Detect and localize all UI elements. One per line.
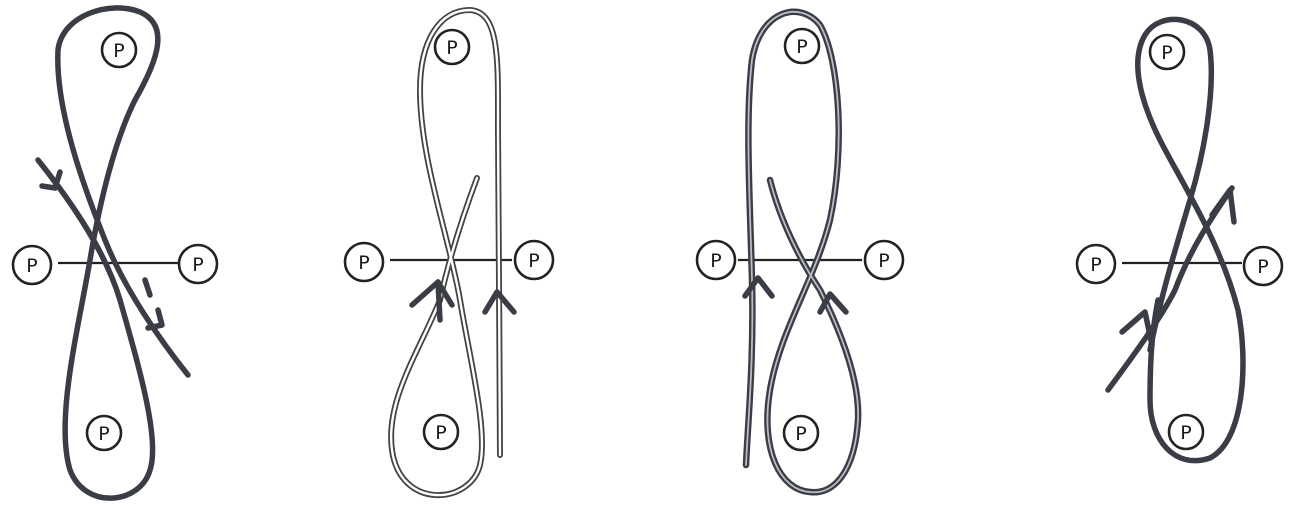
peg-left: P bbox=[13, 246, 51, 284]
figure-3: P P P P bbox=[697, 12, 903, 492]
loop-path-4 bbox=[1108, 19, 1243, 460]
arrowhead-4b bbox=[1122, 312, 1152, 345]
peg-left: P bbox=[345, 243, 383, 281]
svg-text:P: P bbox=[98, 423, 109, 445]
svg-text:P: P bbox=[1180, 422, 1191, 444]
peg-top: P bbox=[1150, 35, 1184, 69]
peg-left: P bbox=[1077, 245, 1115, 283]
peg-top: P bbox=[435, 30, 469, 64]
svg-text:P: P bbox=[113, 40, 124, 62]
figure-2: P P P P bbox=[345, 10, 553, 495]
svg-text:P: P bbox=[795, 423, 806, 445]
svg-text:P: P bbox=[446, 37, 457, 59]
svg-text:P: P bbox=[192, 254, 203, 276]
svg-text:P: P bbox=[358, 252, 369, 274]
peg-left: P bbox=[697, 241, 735, 279]
peg-right: P bbox=[515, 241, 553, 279]
svg-text:P: P bbox=[528, 250, 539, 272]
peg-right: P bbox=[179, 245, 217, 283]
peg-top: P bbox=[785, 29, 819, 63]
figure-1: P P P P bbox=[13, 8, 217, 498]
svg-text:P: P bbox=[1090, 254, 1101, 276]
figure-4: P P P P bbox=[1077, 19, 1282, 460]
svg-text:P: P bbox=[796, 36, 807, 58]
peg-bottom: P bbox=[1169, 415, 1203, 449]
svg-text:P: P bbox=[710, 250, 721, 272]
peg-bottom: P bbox=[784, 416, 818, 450]
peg-bottom: P bbox=[87, 416, 121, 450]
svg-text:P: P bbox=[878, 250, 889, 272]
svg-text:P: P bbox=[1257, 256, 1268, 278]
peg-right: P bbox=[865, 241, 903, 279]
peg-top: P bbox=[102, 33, 136, 67]
arrowhead-2a-stem bbox=[438, 282, 440, 320]
svg-text:P: P bbox=[1161, 42, 1172, 64]
svg-text:P: P bbox=[435, 422, 446, 444]
arrowhead-1c bbox=[145, 280, 150, 295]
peg-right: P bbox=[1244, 247, 1282, 285]
svg-text:P: P bbox=[26, 255, 37, 277]
peg-bottom: P bbox=[424, 415, 458, 449]
